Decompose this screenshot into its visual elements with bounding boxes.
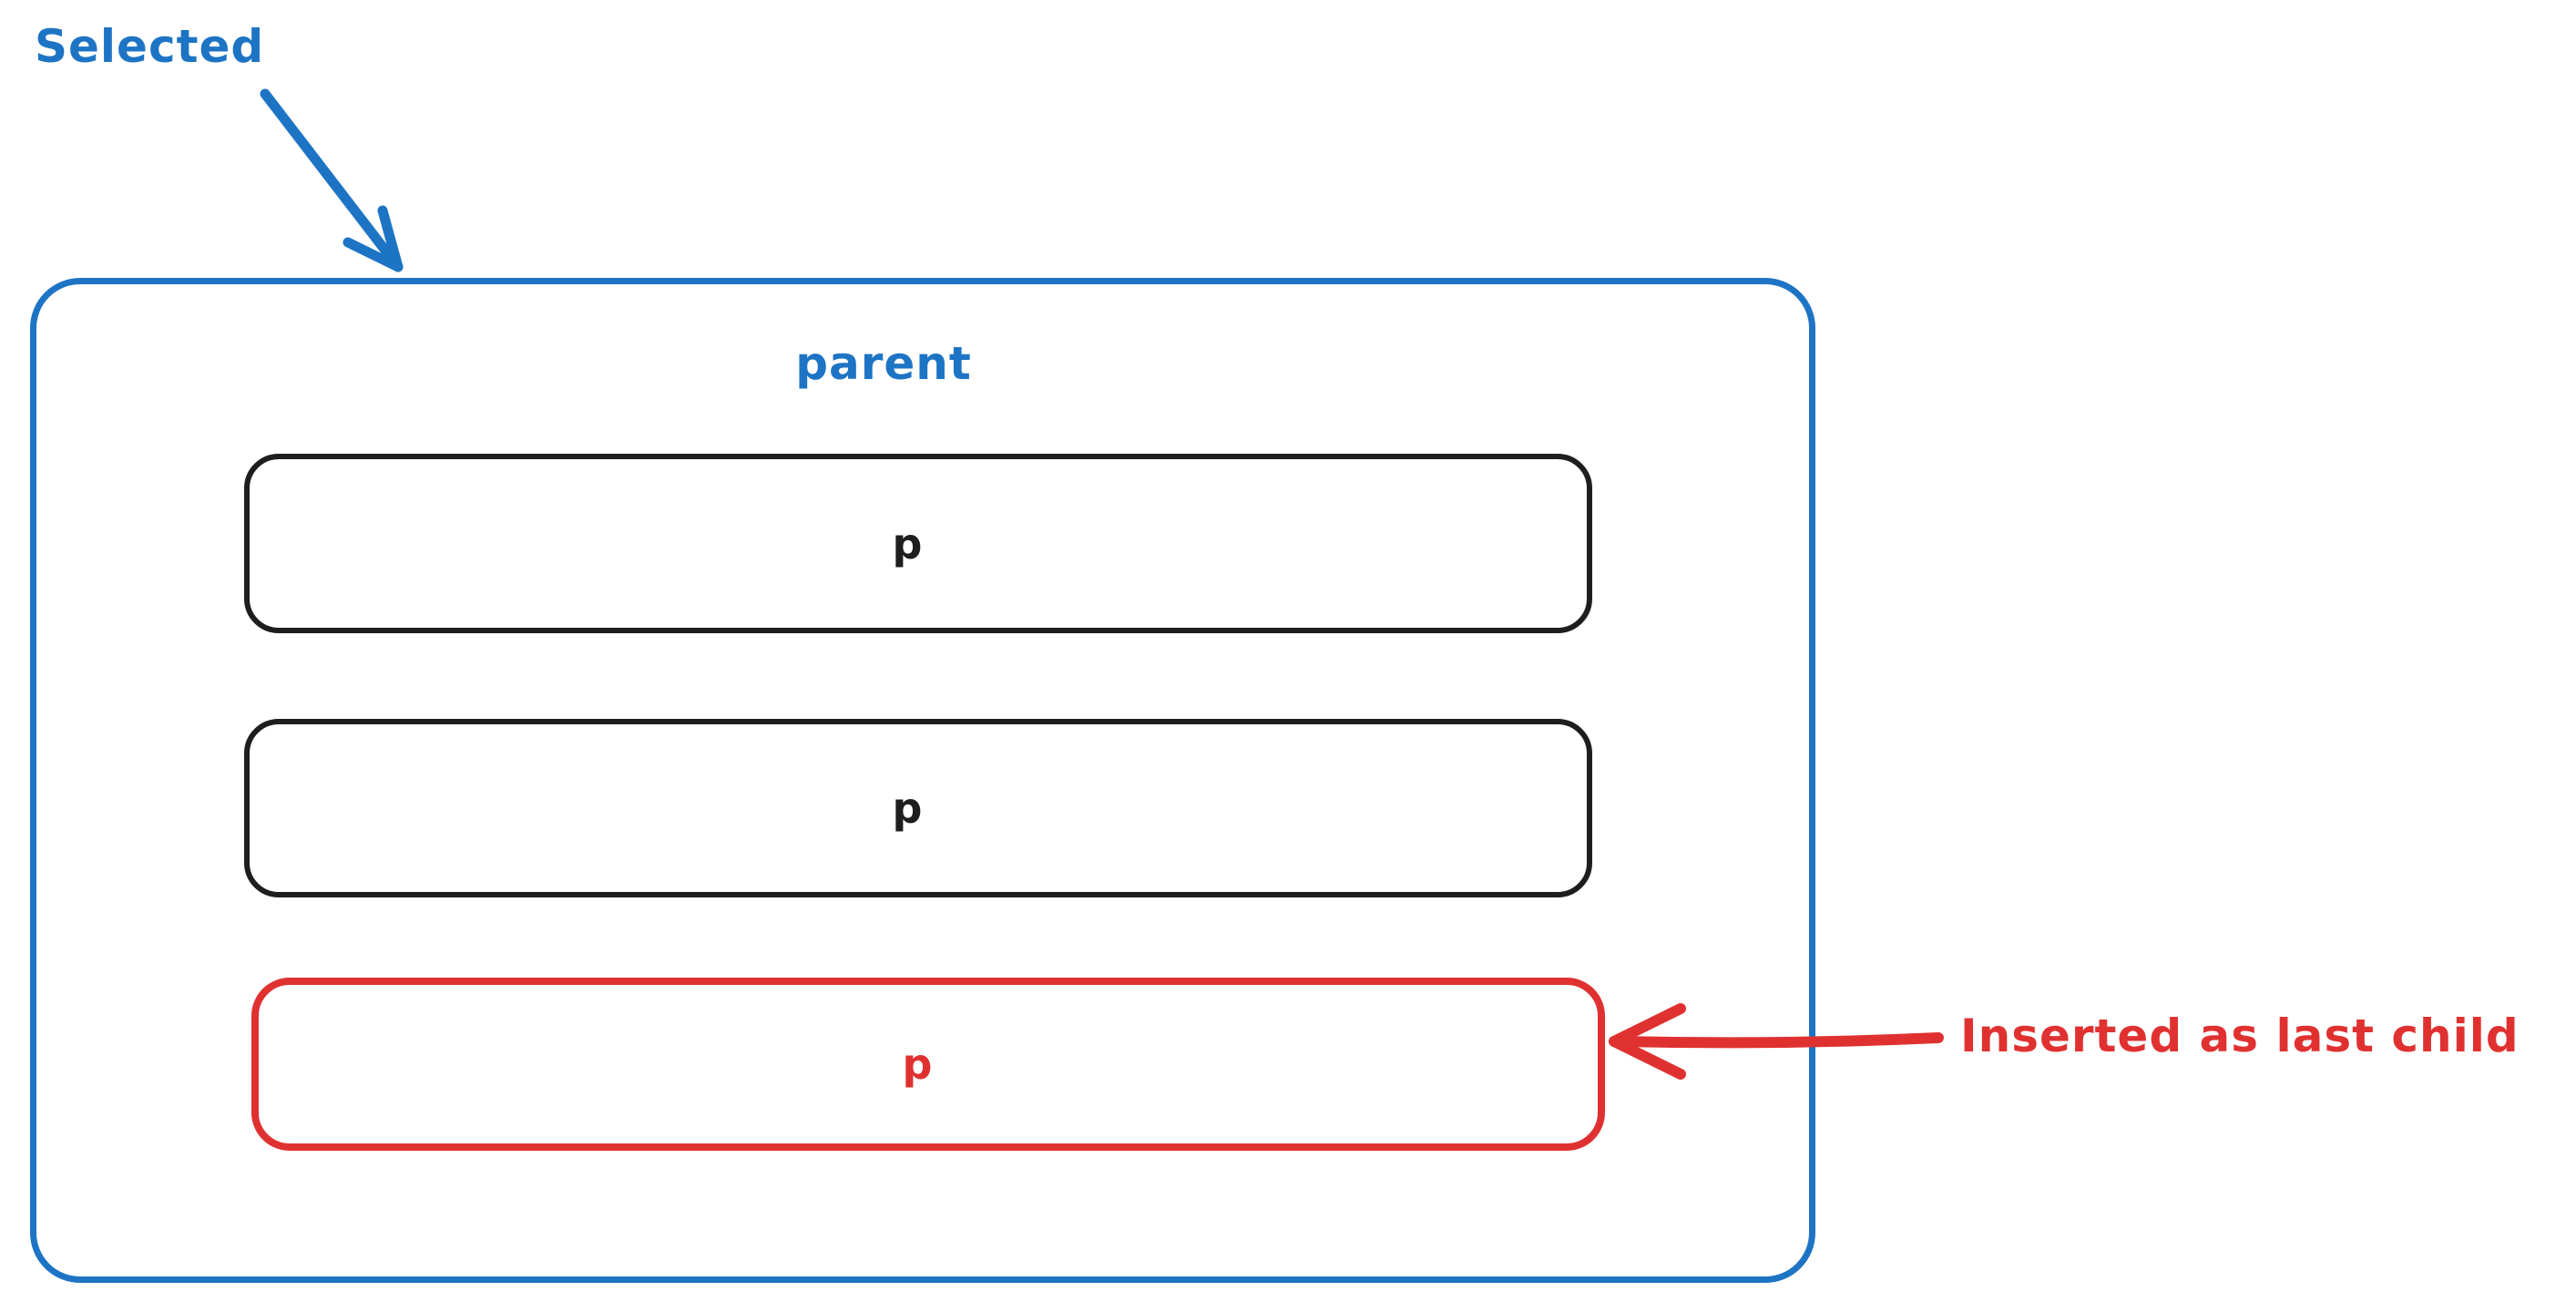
selected-arrow-icon: [260, 88, 404, 272]
child-label: p: [892, 784, 923, 833]
child-label: p: [902, 1040, 933, 1089]
parent-label: parent: [795, 337, 972, 390]
child-box: p: [244, 719, 1592, 897]
child-box-inserted: p: [251, 978, 1605, 1151]
selected-annotation-label: Selected: [35, 20, 265, 73]
inserted-annotation-label: Inserted as last child: [1960, 1010, 2520, 1062]
child-box: p: [244, 454, 1592, 633]
child-label: p: [892, 518, 923, 569]
parent-box: parent p p p: [30, 278, 1815, 1283]
